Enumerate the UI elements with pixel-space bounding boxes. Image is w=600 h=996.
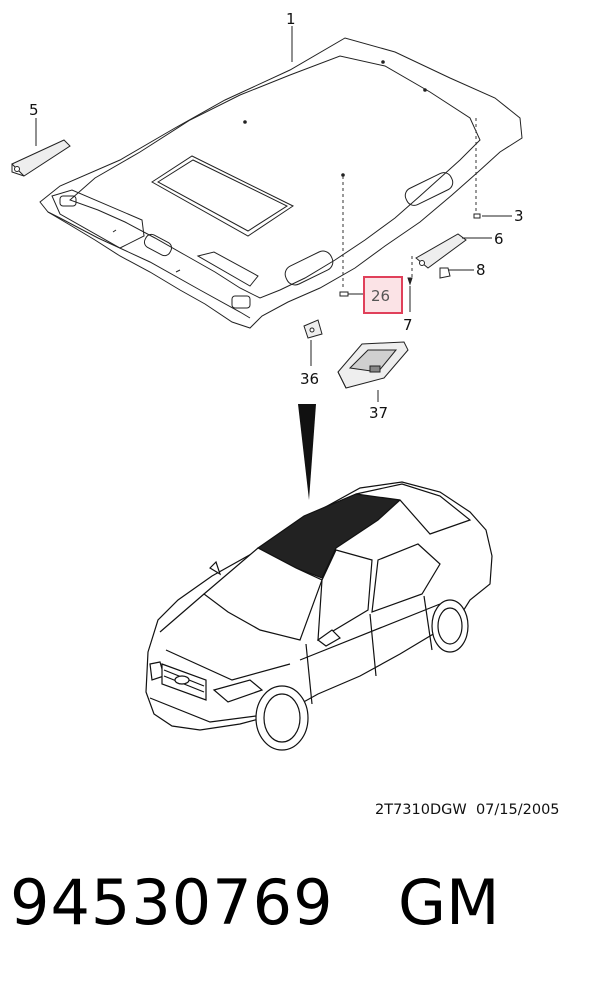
screw-7 — [407, 277, 413, 286]
roof-highlight — [256, 493, 402, 579]
drawing-code: 2T7310DGW 07/15/2005 — [375, 802, 560, 818]
grab-handle-left — [11, 139, 71, 177]
leader-lines — [35, 26, 512, 402]
callout-36: 36 — [300, 370, 319, 388]
callout-5: 5 — [29, 101, 39, 119]
headliner-panel — [39, 37, 523, 329]
fasteners — [339, 213, 481, 297]
sedan-illustration — [145, 481, 493, 751]
callout-37: 37 — [369, 404, 388, 422]
callout-1: 1 — [286, 10, 296, 28]
clip-26 — [339, 291, 349, 297]
callout-6: 6 — [494, 230, 504, 248]
callout-8: 8 — [476, 261, 486, 279]
callout-7: 7 — [403, 316, 413, 334]
callout-3: 3 — [514, 207, 524, 225]
part-number: 94530769 — [10, 866, 334, 939]
grab-handle-right — [415, 233, 467, 269]
brand-name: GM — [398, 866, 500, 939]
coat-hook — [303, 319, 323, 339]
dome-lamp — [337, 341, 409, 389]
clip-8 — [439, 267, 451, 279]
exploded-parts-diagram: 1 5 3 6 8 7 36 37 26 — [11, 10, 524, 751]
clip-3 — [473, 213, 481, 219]
location-pointer — [298, 404, 316, 500]
assembly-lines — [342, 118, 477, 290]
callout-26: 26 — [371, 287, 390, 305]
highlight-box — [363, 276, 403, 314]
